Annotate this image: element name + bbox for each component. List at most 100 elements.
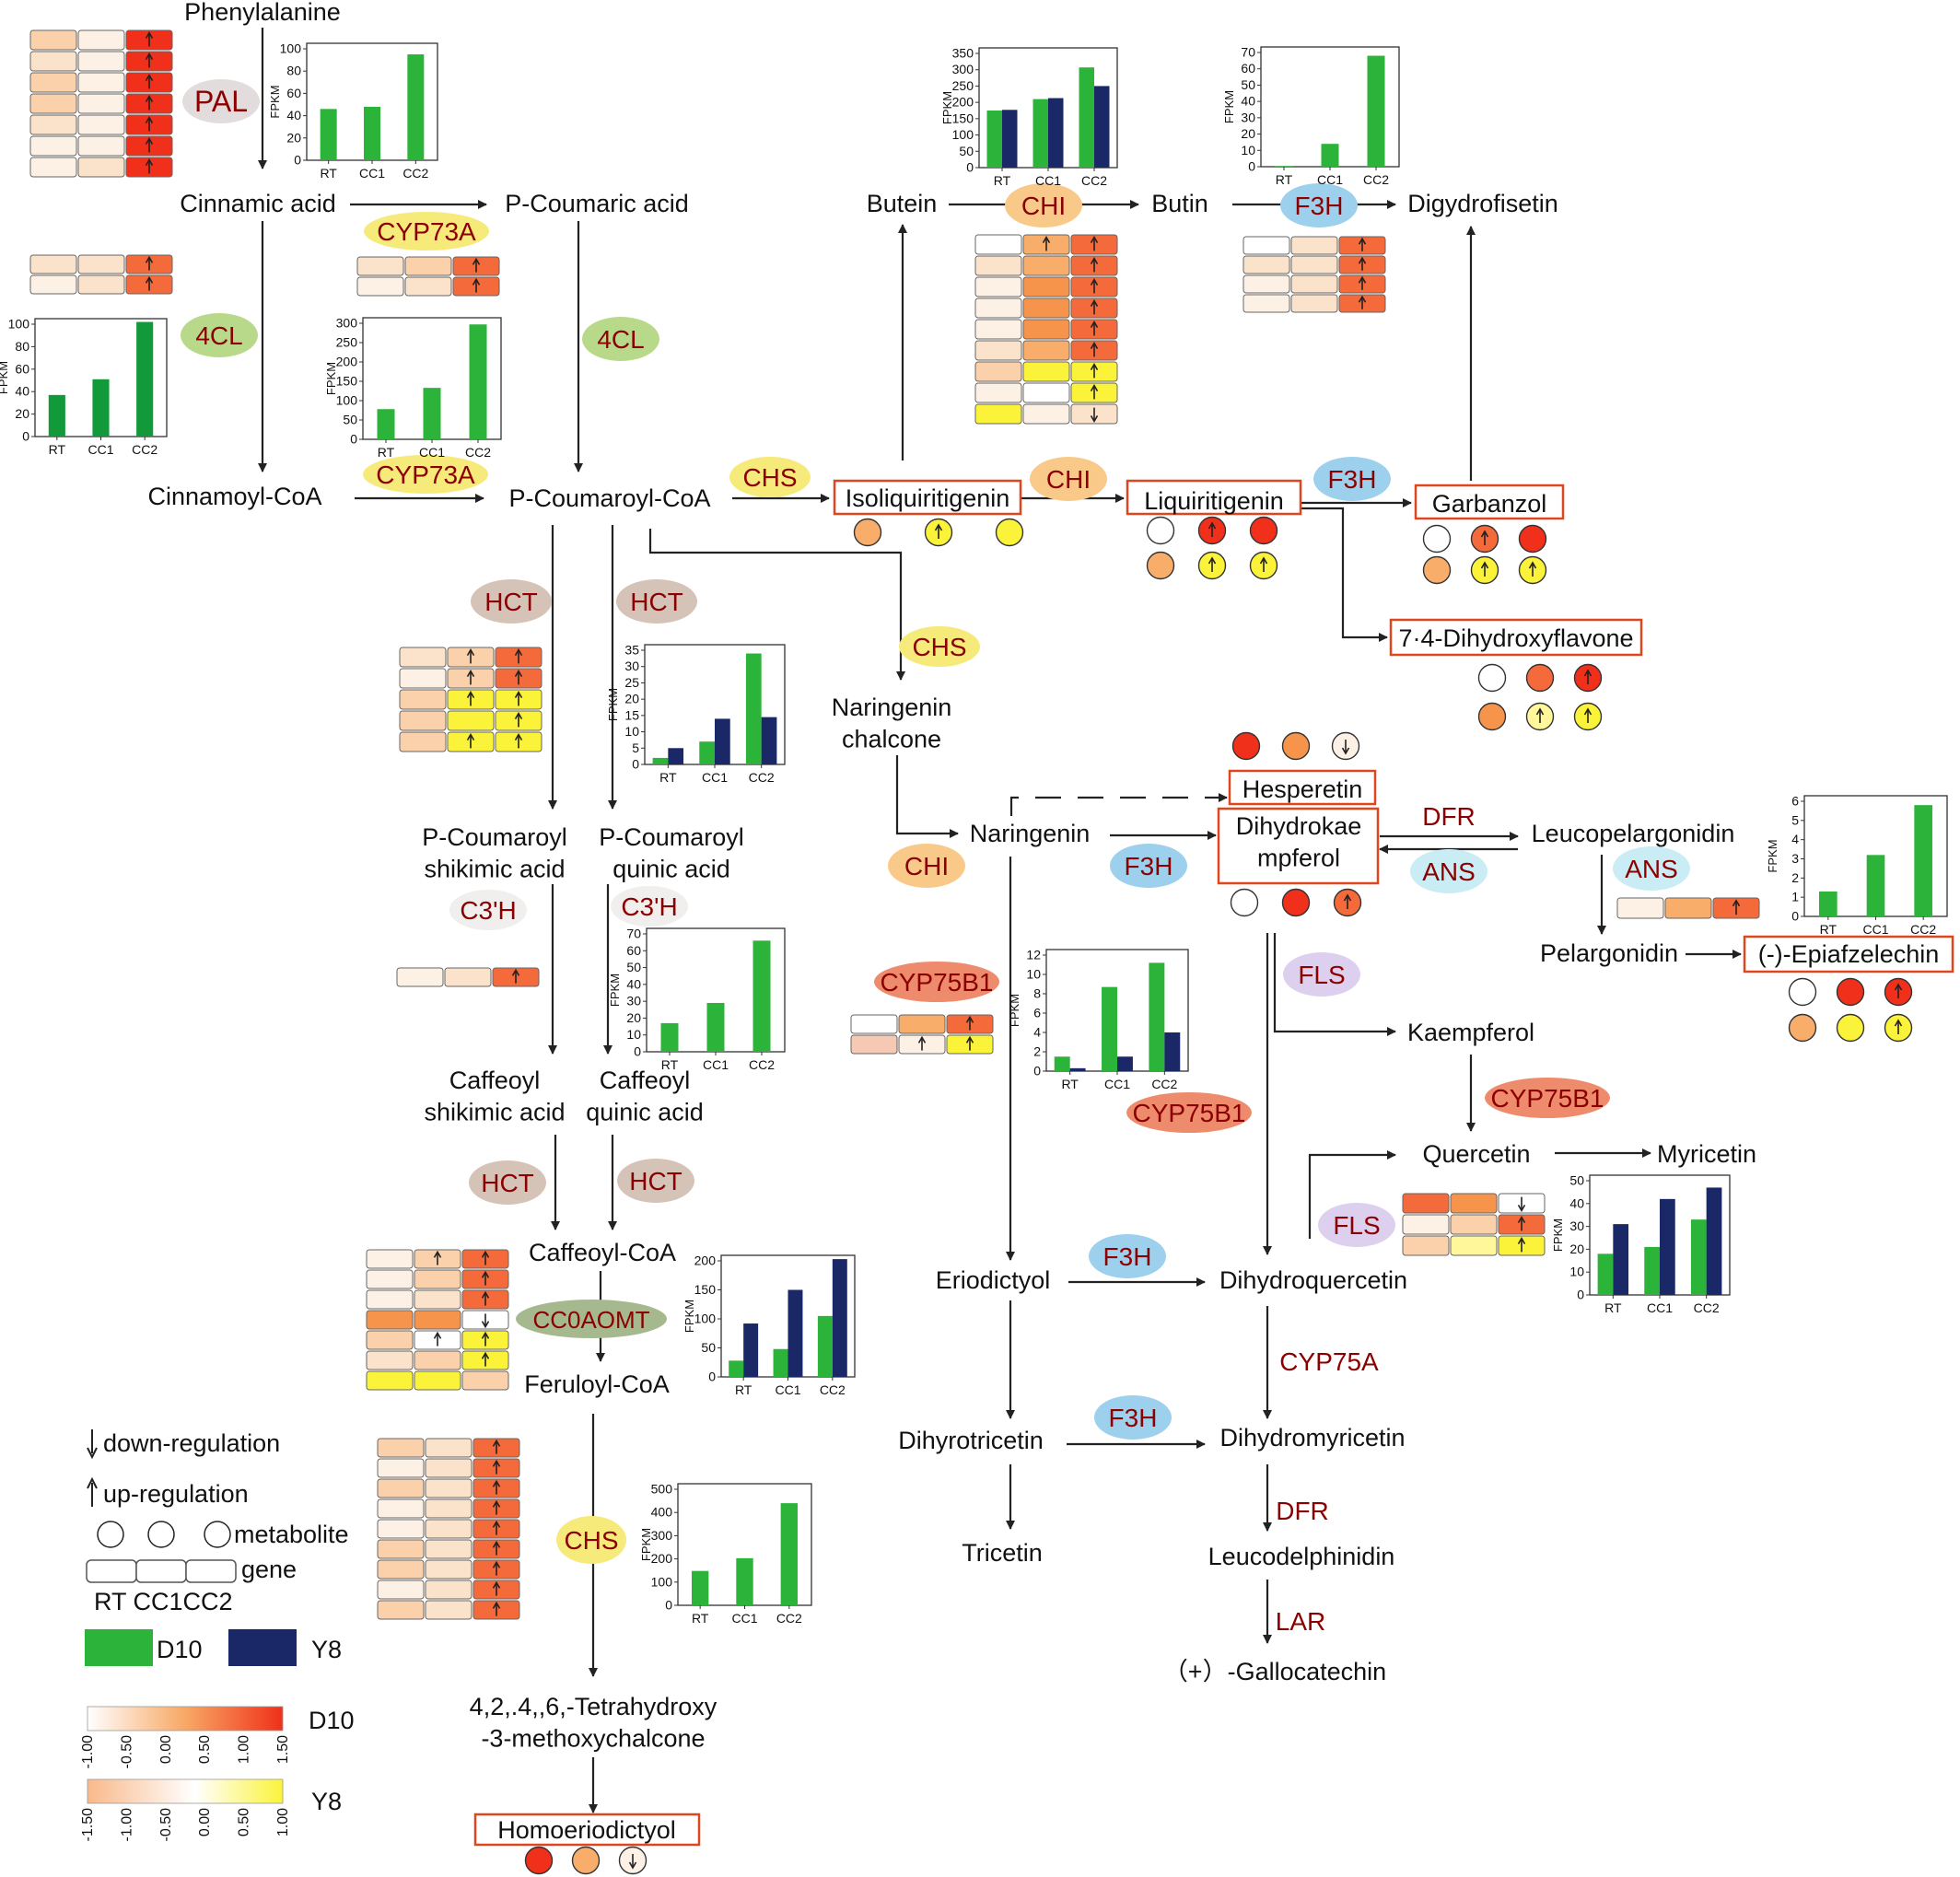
y-tick-label: 150 xyxy=(694,1282,717,1297)
y-tick-label: 250 xyxy=(336,335,358,350)
y-tick-label: 1 xyxy=(1791,890,1799,904)
heatmap-cell xyxy=(29,135,77,157)
bar-d10-cc1 xyxy=(1321,144,1339,167)
scale-tick-label: -1.00 xyxy=(119,1808,134,1842)
enzyme-hct-2: HCT xyxy=(616,579,697,624)
enzyme-f3h-3: F3H xyxy=(1110,844,1187,888)
svg-text:FLS: FLS xyxy=(1298,961,1345,989)
compound-butin: Butin xyxy=(1151,190,1208,217)
enzyme-c3h-2: C3'H xyxy=(611,886,688,927)
y-axis-label: FPKM xyxy=(606,688,620,721)
compound-labels: Phenylalanine Cinnamic acid P-Coumaric a… xyxy=(147,0,1756,1753)
y-tick-label: 10 xyxy=(624,724,639,739)
y-tick-label: 0 xyxy=(665,1598,672,1613)
heatmap-cell xyxy=(461,1370,509,1391)
up-arrow-icon xyxy=(433,1250,442,1265)
arrow-pcoumaroyl-chalcone xyxy=(648,529,905,681)
svg-text:Garbanzol: Garbanzol xyxy=(1432,490,1547,518)
heatmap-hct xyxy=(399,647,542,752)
x-tick-label: CC1 xyxy=(731,1611,757,1626)
enzyme-hct-4: HCT xyxy=(617,1159,694,1203)
y-tick-label: 10 xyxy=(1241,143,1255,157)
metabolites-garbanzol xyxy=(1422,524,1547,585)
heatmap-cell xyxy=(1402,1193,1450,1214)
heatmap-cell xyxy=(414,1370,461,1391)
heatmap-fls xyxy=(1402,1193,1546,1256)
heatmap-cell xyxy=(366,1330,414,1350)
y-tick-label: 0 xyxy=(708,1370,716,1384)
x-tick-label: CC2 xyxy=(132,442,158,457)
heatmap-cell xyxy=(444,967,492,987)
heatmap-cell xyxy=(77,29,125,51)
y-tick-label: 0 xyxy=(22,429,29,444)
up-arrow-icon xyxy=(466,691,475,706)
up-arrow-icon xyxy=(1480,530,1489,545)
legend-metabolite-circle xyxy=(97,1521,124,1548)
bar-d10-cc2 xyxy=(1914,805,1932,916)
bar-d10-rt xyxy=(652,757,669,764)
y-tick-label: 10 xyxy=(626,1027,641,1042)
y-axis-label: FPKM xyxy=(1222,90,1236,123)
x-tick-label: CC2 xyxy=(749,770,775,785)
x-tick-label: CC2 xyxy=(1081,173,1107,188)
bar-d10-cc1 xyxy=(1032,99,1048,168)
heatmap-cell xyxy=(1022,255,1070,276)
bar-d10-cc2 xyxy=(1367,55,1385,167)
compound-eriodictyol: Eriodictyol xyxy=(936,1266,1051,1294)
scale-tick-label: 1.00 xyxy=(237,1735,252,1764)
enzyme-hct-1: HCT xyxy=(471,579,552,624)
y-tick-label: 60 xyxy=(626,943,641,958)
legend-y8-scale-label: Y8 xyxy=(311,1788,342,1815)
bar-d10-rt xyxy=(1275,166,1293,167)
heatmap-cell xyxy=(366,1249,414,1269)
heatmap-cell xyxy=(404,276,452,297)
y-tick-label: 0 xyxy=(966,160,974,175)
compound-digydrofisetin: Digydrofisetin xyxy=(1407,190,1558,217)
bar-d10-rt xyxy=(1597,1253,1614,1295)
up-arrow-icon xyxy=(145,137,154,153)
down-arrow-icon xyxy=(1341,740,1350,755)
svg-text:Homoeriodictyol: Homoeriodictyol xyxy=(497,1816,676,1844)
compound-tricetin: Tricetin xyxy=(962,1539,1043,1567)
bar-y8-cc1 xyxy=(1660,1198,1675,1295)
compound-gallocatechin: （+）-Gallocatechin xyxy=(1163,1658,1386,1685)
svg-text:7·4-Dihydroxyflavone: 7·4-Dihydroxyflavone xyxy=(1398,624,1633,652)
heatmap-cell xyxy=(366,1310,414,1330)
x-tick-label: CC1 xyxy=(419,445,445,460)
y-tick-label: 100 xyxy=(952,127,974,142)
heatmap-cell xyxy=(1242,294,1290,313)
enzyme-ans-2: ANS xyxy=(1613,846,1690,891)
metabolite-circle xyxy=(853,518,882,547)
metabolite-circle xyxy=(1422,555,1452,585)
heatmap-cell xyxy=(1402,1214,1450,1235)
svg-text:Hesperetin: Hesperetin xyxy=(1242,775,1363,803)
x-tick-label: CC1 xyxy=(775,1382,800,1397)
up-arrow-icon xyxy=(917,1035,927,1051)
bar-d10-cc1 xyxy=(423,388,441,439)
compound-dihydromyricetin: Dihydromyricetin xyxy=(1219,1424,1405,1451)
x-tick-label: RT xyxy=(1820,922,1838,937)
y-tick-label: 8 xyxy=(1033,986,1041,1001)
heatmap-cell xyxy=(29,93,77,114)
heatmap-cell xyxy=(399,710,447,731)
compound-pcoumaric: P-Coumaric acid xyxy=(505,190,689,217)
y-tick-label: 50 xyxy=(701,1340,716,1355)
y-tick-label: 50 xyxy=(1241,77,1255,92)
y-tick-label: 100 xyxy=(280,41,302,56)
up-arrow-icon xyxy=(1732,899,1741,915)
up-arrow-icon xyxy=(1343,893,1352,909)
y-tick-label: 0 xyxy=(632,757,639,772)
legend-down-label: down-regulation xyxy=(103,1429,280,1457)
scale-tick-label: -0.50 xyxy=(119,1735,134,1769)
y-tick-label: 50 xyxy=(343,413,357,427)
y-tick-label: 5 xyxy=(1791,812,1799,827)
y-tick-label: 30 xyxy=(1241,110,1255,124)
heatmap-cell xyxy=(377,1519,425,1539)
metabolites-hesperetin xyxy=(1231,731,1360,761)
y-tick-label: 350 xyxy=(952,46,974,61)
y-tick-label: 0 xyxy=(294,153,301,168)
up-arrow-icon xyxy=(1090,363,1099,379)
heatmap-chi xyxy=(974,234,1118,425)
heatmap-cell xyxy=(425,1580,472,1600)
